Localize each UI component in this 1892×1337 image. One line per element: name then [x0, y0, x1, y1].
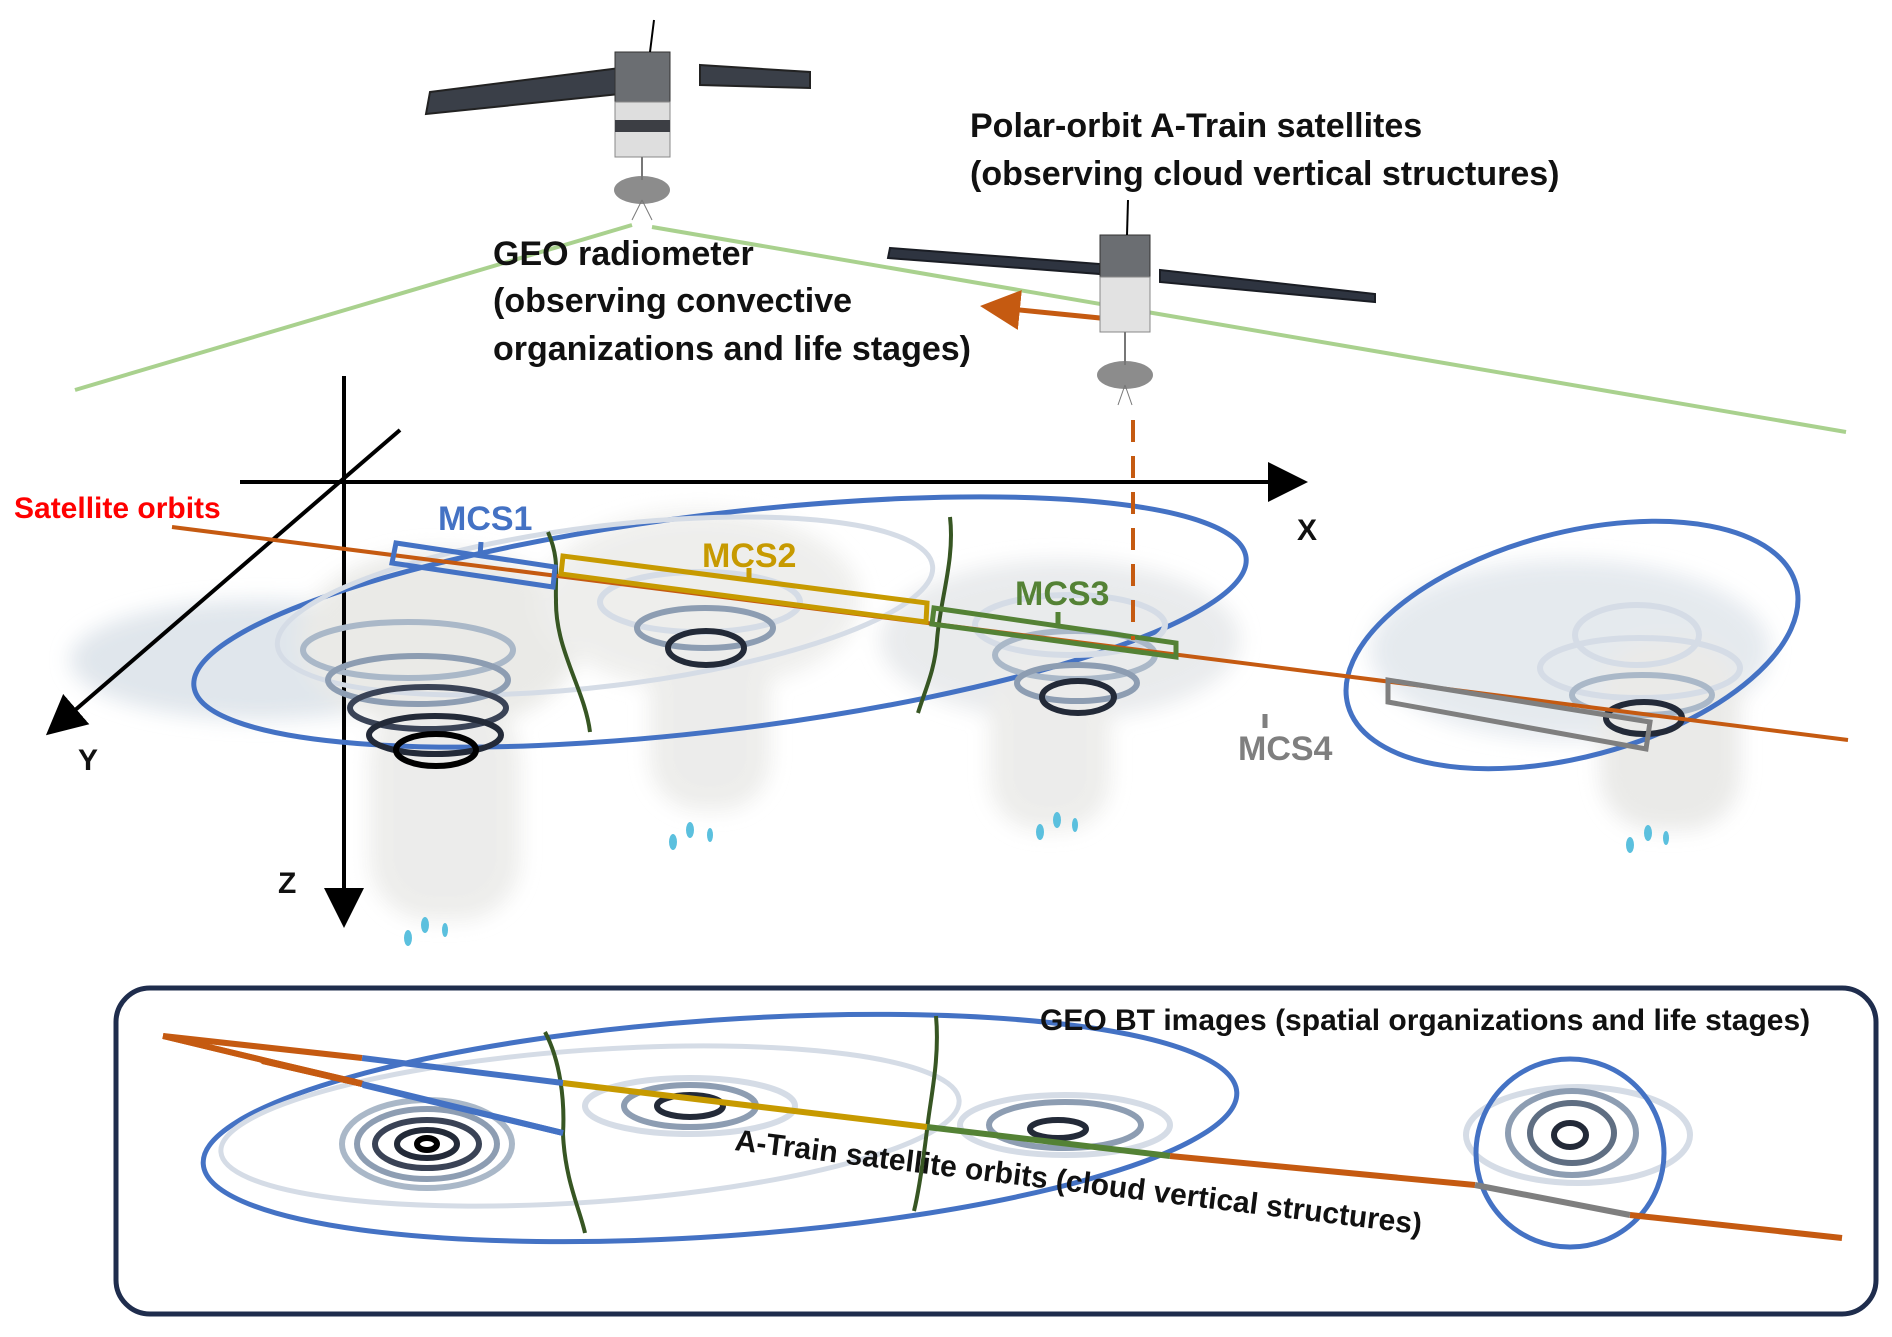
x-axis-label: X: [1297, 514, 1317, 547]
polar-title-line1: Polar-orbit A-Train satellites: [970, 107, 1422, 145]
mcs1-contours: [300, 619, 516, 769]
satellite-orbits-label: Satellite orbits: [14, 492, 221, 525]
y-axis: [45, 428, 402, 736]
panel-orbit-line: [162, 1033, 564, 1136]
geo-field-of-view: [74, 223, 1847, 434]
mcs2-label: MCS2: [702, 537, 796, 575]
mcs3-label: MCS3: [1015, 575, 1109, 613]
anvil-contour: [274, 514, 936, 698]
mcs3-swath: [929, 605, 1179, 660]
geo-satellite-icon: [424, 19, 811, 221]
axes: [45, 376, 1308, 928]
mcs-boundary-4: [1343, 518, 1801, 772]
geo-title-line2: (observing convective: [493, 282, 852, 320]
atrain-satellite-icon: [886, 199, 1376, 406]
mcs1-swath: [389, 540, 558, 590]
mcs2-swath: [558, 553, 930, 625]
mcs4-label: MCS4: [1238, 730, 1333, 768]
geo-title-line3: organizations and life stages): [493, 330, 971, 368]
cloud-field: [70, 510, 1770, 920]
mcs1-label: MCS1: [438, 500, 532, 538]
atrain-direction-arrow: [980, 290, 1101, 330]
polar-title-line2: (observing cloud vertical structures): [970, 155, 1560, 193]
mcs4-swath: [1262, 677, 1653, 752]
divider-mcs2-mcs3: [916, 516, 953, 714]
geo-title-line1: GEO radiometer: [493, 235, 754, 273]
rain-drops: [404, 812, 1669, 946]
z-axis-label: Z: [278, 867, 296, 900]
mcs-boundary-main: [191, 494, 1249, 750]
y-axis-label: Y: [78, 744, 98, 777]
divider-mcs1-mcs2: [546, 531, 592, 733]
panel-title: GEO BT images (spatial organizations and…: [1040, 1004, 1810, 1037]
panel-orbit-final: [162, 1033, 1843, 1241]
